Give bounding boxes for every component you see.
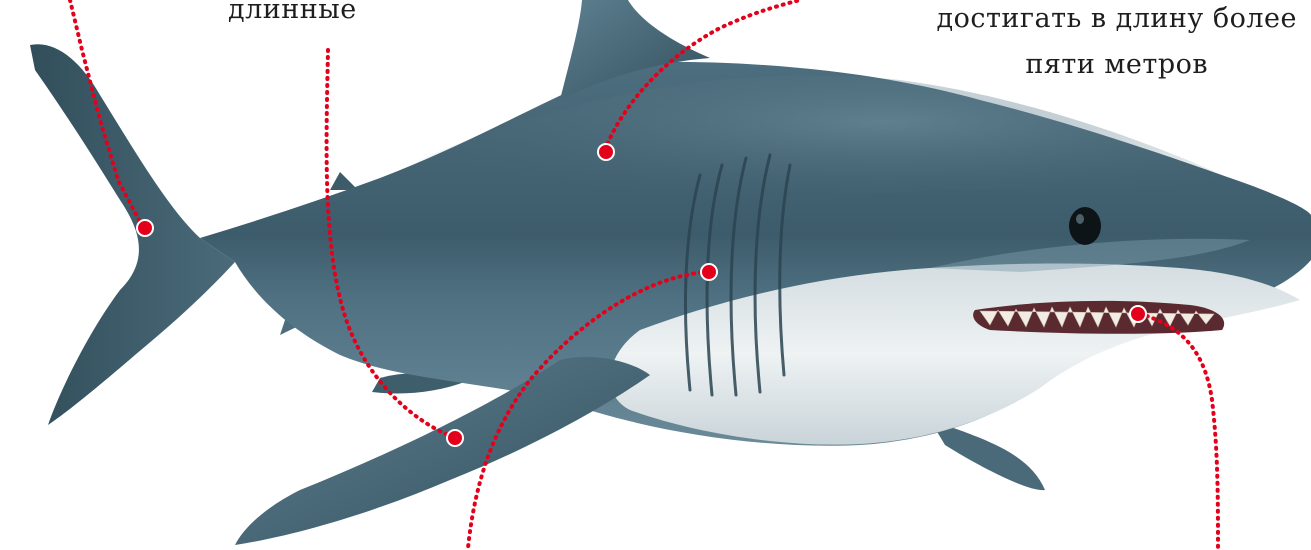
tail-fin	[30, 44, 235, 425]
size-label-line-1: достигать в длину более	[936, 0, 1297, 42]
shark-eye	[1069, 207, 1101, 245]
mouth-callout	[1130, 306, 1218, 548]
size-label-line-2: пяти метров	[936, 42, 1297, 88]
fins-label: длинные	[228, 0, 357, 25]
far-pectoral-fin	[930, 420, 1045, 490]
size-label: достигать в длину более пяти метров	[936, 0, 1297, 88]
second-dorsal-fin	[330, 172, 358, 190]
